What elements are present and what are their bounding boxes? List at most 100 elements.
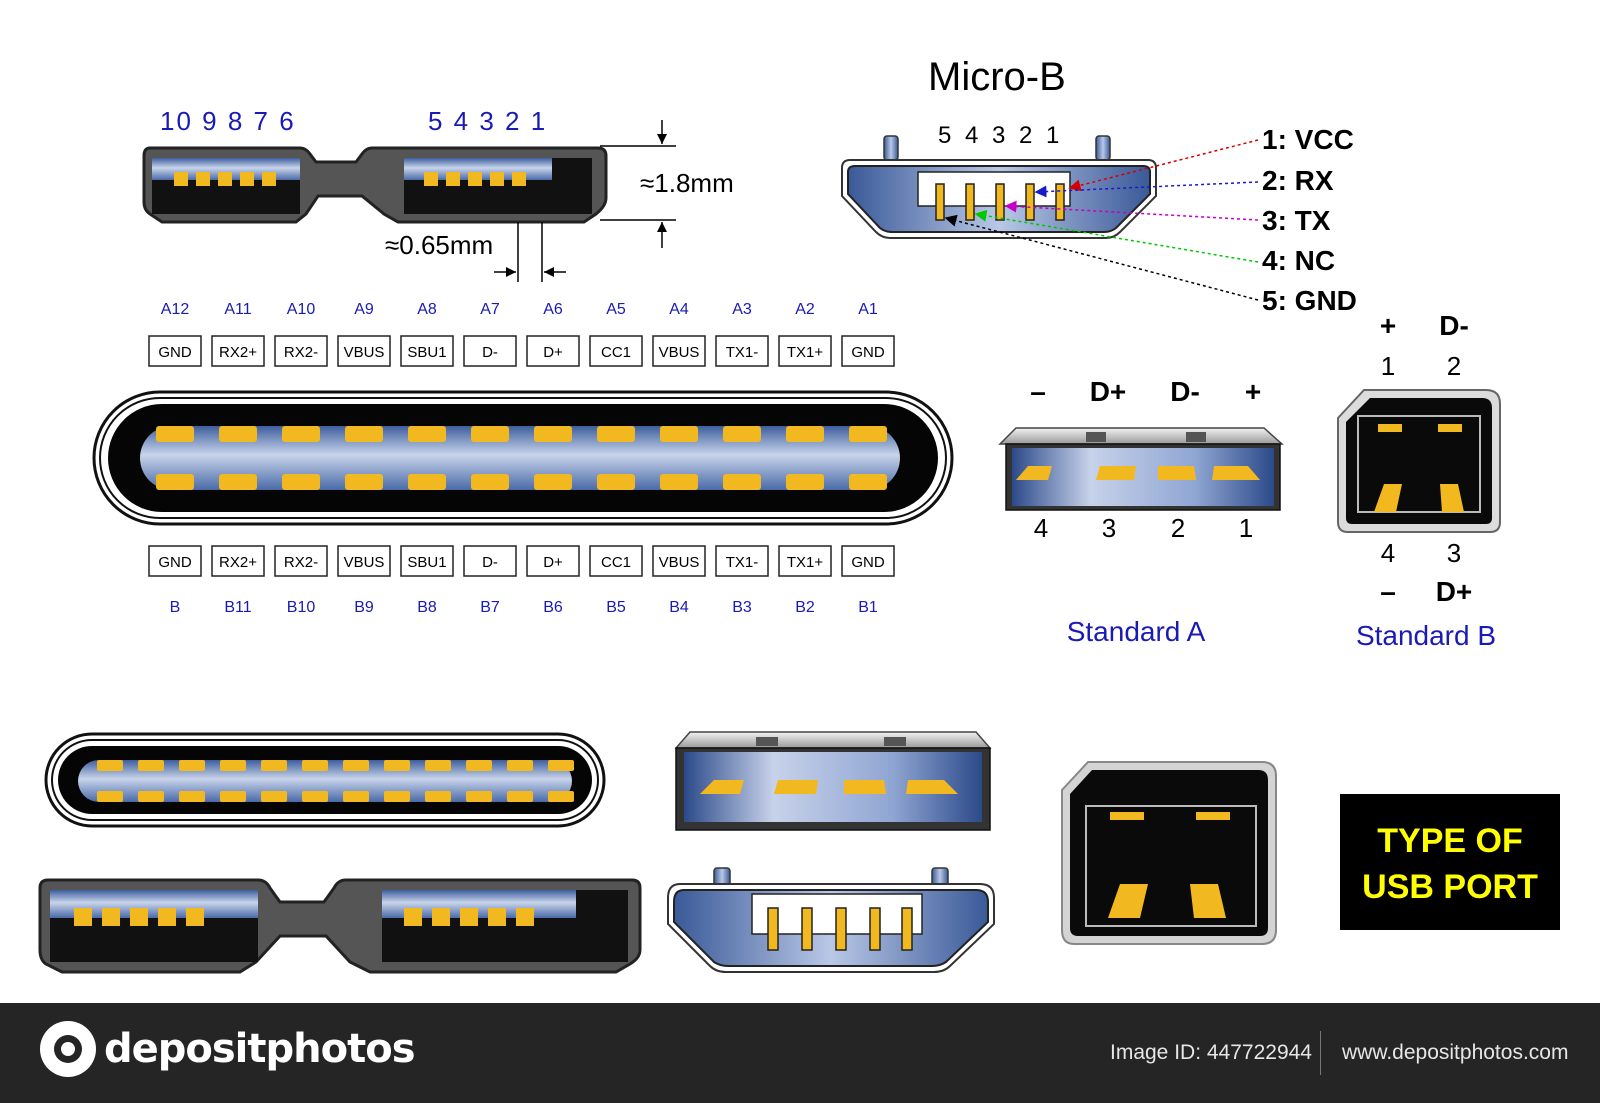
standard-a-pin-3 bbox=[1096, 466, 1136, 480]
micro-b-connector: Micro-B 5 4 3 2 1 1: VCC 2: RX 3: TX 4: … bbox=[841, 55, 1357, 316]
pin-3 bbox=[468, 172, 482, 186]
type-c-top-pin-id: A6 bbox=[543, 301, 563, 318]
type-c-small-pin-bottom bbox=[548, 791, 574, 802]
type-c-small-pin-bottom bbox=[425, 791, 451, 802]
type-c-bottom-pin-name: RX2- bbox=[284, 554, 318, 571]
depositphotos-logo[interactable]: depositphotos bbox=[40, 1021, 416, 1077]
type-c-bottom-pin-box bbox=[778, 545, 832, 577]
type-c-small-pin-bottom bbox=[302, 791, 328, 802]
pin-4 bbox=[446, 172, 460, 186]
micro-b-connector-small bbox=[667, 867, 995, 973]
type-c-top-pin-name: SBU1 bbox=[407, 344, 446, 361]
standard-a-latch-hole-left bbox=[1086, 432, 1106, 442]
type-c-pin-bottom-row bbox=[723, 474, 761, 490]
type-c-pin-bottom-row bbox=[345, 474, 383, 490]
type-c-top-pin-box bbox=[652, 335, 706, 367]
standard-a-top-bevel bbox=[998, 427, 1284, 445]
type-c-top-pin-id: A5 bbox=[606, 301, 626, 318]
height-dimension: ≈1.8mm bbox=[640, 168, 734, 198]
type-c-bottom-pin-id: B1 bbox=[858, 599, 878, 616]
micro-b-pin-num-4: 4 bbox=[965, 122, 978, 149]
type-c-top-pin-name: GND bbox=[851, 344, 885, 361]
type-c-top-pin-name: D+ bbox=[543, 344, 563, 361]
type-c-pin-top-row bbox=[219, 426, 257, 442]
standard-b-pin-num-4: 4 bbox=[1381, 538, 1395, 568]
standard-a-pin-2 bbox=[1158, 466, 1196, 480]
type-c-bottom-pin-name: D+ bbox=[543, 554, 563, 571]
type-c-small-pin-bottom bbox=[97, 791, 123, 802]
type-c-bottom-pin-box bbox=[526, 545, 580, 577]
type-c-top-pin-id: A2 bbox=[795, 301, 815, 318]
type-c-bottom-pin-id: B9 bbox=[354, 599, 374, 616]
right-pin-numbers: 5 4 3 2 1 bbox=[428, 106, 547, 136]
type-c-bottom-pin-box bbox=[400, 545, 454, 577]
type-c-top-pin-box bbox=[841, 335, 895, 367]
standard-a-pin-1 bbox=[1212, 466, 1260, 480]
type-c-bottom-pin-name: RX2+ bbox=[219, 554, 257, 571]
type-c-bottom-pin-id: B6 bbox=[543, 599, 563, 616]
type-c-bottom-pin-box bbox=[211, 545, 265, 577]
type-c-pin-top-row bbox=[345, 426, 383, 442]
micro-b-super-pins bbox=[174, 172, 526, 186]
standard-b-label: Standard B bbox=[1356, 620, 1496, 651]
micro-b-pin-label-rx: 2: RX bbox=[1262, 165, 1334, 196]
type-c-small-pin-top bbox=[179, 760, 205, 771]
type-c-top-pin-id: A11 bbox=[224, 301, 251, 318]
micro-b-leader-lines bbox=[944, 139, 1259, 301]
type-c-bottom-pin-box bbox=[841, 545, 895, 577]
type-c-top-pin-box bbox=[778, 335, 832, 367]
standard-a-signal-dminus: D- bbox=[1170, 376, 1200, 407]
type-c-small-pin-bottom bbox=[507, 791, 533, 802]
standard-b-pin-num-2: 2 bbox=[1447, 351, 1461, 381]
standard-a-signal-gnd: – bbox=[1030, 376, 1046, 407]
type-c-small-pin-bottom bbox=[261, 791, 287, 802]
type-c-small-pins bbox=[97, 760, 574, 802]
type-c-pin-top-row bbox=[534, 426, 572, 442]
type-c-connector-large bbox=[92, 390, 954, 526]
type-c-bottom-pin-name: SBU1 bbox=[407, 554, 446, 571]
type-c-top-pin-id: A4 bbox=[669, 301, 689, 318]
type-c-small-pin-bottom bbox=[138, 791, 164, 802]
standard-b-signal-dplus: D+ bbox=[1436, 576, 1473, 607]
type-c-top-pin-box bbox=[148, 335, 202, 367]
type-c-top-pin-name: RX2- bbox=[284, 344, 318, 361]
type-c-pin-bottom-row bbox=[471, 474, 509, 490]
type-c-small-pin-top bbox=[548, 760, 574, 771]
micro-b-pin-2 bbox=[1025, 183, 1035, 221]
type-c-small-pin-bottom bbox=[384, 791, 410, 802]
site-url[interactable]: www.depositphotos.com bbox=[1342, 1041, 1569, 1064]
type-c-pin-bottom-row bbox=[786, 474, 824, 490]
brand-name: depositphotos bbox=[104, 1026, 416, 1072]
standard-a-connector-small bbox=[674, 731, 992, 831]
standard-b-signal-gnd: – bbox=[1380, 576, 1396, 607]
left-pin-numbers: 10 9 8 7 6 bbox=[160, 106, 296, 136]
pin-6 bbox=[262, 172, 276, 186]
type-c-top-pin-name: TX1+ bbox=[787, 344, 824, 361]
leader-rx bbox=[1034, 181, 1259, 198]
standard-b-signal-vbus: + bbox=[1380, 310, 1396, 341]
type-c-top-pin-id: A1 bbox=[858, 301, 878, 318]
type-c-pin-bottom-row bbox=[849, 474, 887, 490]
type-c-top-pin-box bbox=[463, 335, 517, 367]
type-c-pin-top-row bbox=[786, 426, 824, 442]
type-c-pin-top-row bbox=[408, 426, 446, 442]
type-c-bottom-pin-id: B7 bbox=[480, 599, 500, 616]
pin-7 bbox=[240, 172, 254, 186]
type-c-small-pin-top bbox=[302, 760, 328, 771]
type-c-small-pin-top bbox=[425, 760, 451, 771]
type-c-bottom-pin-id: B8 bbox=[417, 599, 437, 616]
type-c-pin-bottom-row bbox=[534, 474, 572, 490]
type-c-bottom-pin-box bbox=[337, 545, 391, 577]
micro-b-pin-5 bbox=[935, 183, 945, 221]
type-c-top-pin-id: A10 bbox=[287, 301, 316, 318]
type-c-top-pin-name: VBUS bbox=[344, 344, 385, 361]
type-c-small-pin-top bbox=[466, 760, 492, 771]
micro-b-pin-num-3: 3 bbox=[992, 122, 1005, 149]
standard-a-label: Standard A bbox=[1067, 616, 1206, 647]
type-c-top-pin-name: TX1- bbox=[726, 344, 759, 361]
footer-bar: depositphotos Image ID: 447722944 www.de… bbox=[0, 1003, 1600, 1103]
title-box-background bbox=[1340, 794, 1560, 930]
type-c-top-pin-box bbox=[589, 335, 643, 367]
